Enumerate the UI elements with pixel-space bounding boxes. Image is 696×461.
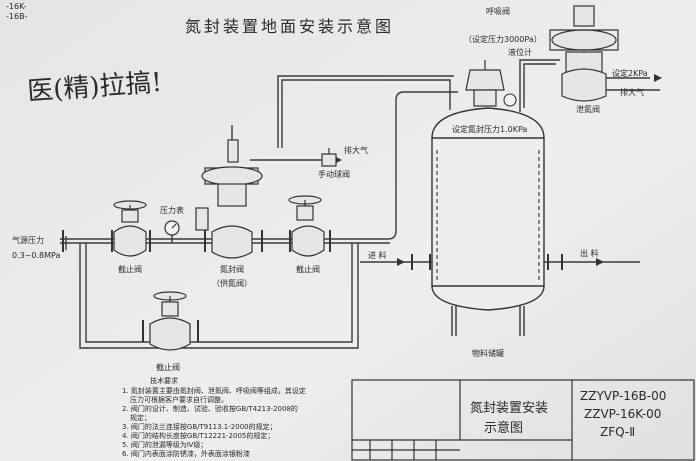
label-gas-source-range: 0.3~0.8MPa — [12, 251, 61, 260]
notes-item: 3. 阀门的法兰连接按GB/T9113.1-2000的规定； — [122, 422, 277, 431]
label-tank-set-pressure: 设定氮封压力1.0KPa — [452, 124, 527, 134]
title-block-name-2: 示意图 — [484, 420, 523, 436]
label-stop-valve-1: 截止阀 — [118, 264, 142, 274]
label-stop-valve-2: 截止阀 — [296, 264, 320, 274]
notes-item: 规定； — [130, 413, 151, 422]
label-supply-valve-sub: （供氮阀） — [212, 278, 252, 288]
label-stop-valve-3: 截止阀 — [156, 362, 180, 372]
page-title: 氮封装置地面安装示意图 — [185, 17, 394, 36]
title-block-model-2: ZZVP-16K-00 — [584, 407, 661, 421]
label-inlet: 进 料 — [368, 250, 387, 260]
label-set-pressure-2kpa: 设定2KPa — [612, 68, 648, 78]
title-block-model-1: ZZYVP-16B-00 — [580, 389, 666, 403]
notes-item: 1. 氮封装置主要由氮封阀、泄氮阀、呼吸阀等组成，其设定 — [122, 386, 306, 395]
technical-notes: 技术要求 1. 氮封装置主要由氮封阀、泄氮阀、呼吸阀等组成，其设定 压力可根据客… — [122, 376, 306, 458]
title-block-name-1: 氮封装置安装 — [470, 401, 548, 416]
notes-heading: 技术要求 — [150, 376, 178, 385]
corner-mark-2: -16B- — [6, 12, 28, 21]
stop-valve-1 — [113, 200, 147, 257]
label-storage-tank: 物料储罐 — [472, 348, 504, 358]
pipe-flanges — [62, 230, 563, 342]
notes-item: 压力可根据客户要求自行调整。 — [130, 395, 228, 404]
title-block-model-3: ZFQ-Ⅱ — [600, 425, 635, 439]
label-vent-atmosphere-2: 排大气 — [344, 145, 368, 155]
label-outlet: 出 料 — [580, 248, 599, 258]
manual-ball-valve — [321, 148, 337, 167]
storage-tank — [431, 107, 545, 336]
label-level-gauge: 液位计 — [508, 47, 532, 57]
breather-valve — [465, 60, 505, 107]
level-gauge — [436, 93, 540, 280]
notes-item: 4. 阀门的结构长度按GB/T12221-2005的规定； — [122, 431, 274, 440]
pressure-gauge — [164, 220, 180, 236]
label-supply-valve: 氮封阀 — [220, 264, 244, 274]
stop-valve-3 — [149, 291, 191, 351]
title-block — [351, 379, 695, 461]
label-breather-setting: （设定压力3000Pa） — [464, 34, 542, 44]
notes-item: 6. 阀门内表面涂防锈漆，外表面涂银粉漆 — [122, 449, 250, 458]
label-manual-ball-valve: 手动球阀 — [318, 169, 350, 179]
stop-valve-2 — [288, 195, 325, 257]
nitrogen-seal-valve — [195, 139, 263, 259]
corner-mark-1: -16K- — [6, 2, 26, 11]
label-breather-valve: 呼吸阀 — [486, 6, 510, 16]
label-vent-atmosphere: 排大气 — [620, 87, 644, 97]
relief-valve — [549, 5, 619, 102]
notes-item: 2. 阀门的设计、制造、试验、验收按GB/T4213-2008的 — [122, 404, 298, 413]
label-pressure-gauge: 压力表 — [160, 205, 184, 215]
label-gas-source-pressure: 气源压力 — [12, 235, 44, 245]
label-relief-valve: 泄氮阀 — [576, 104, 600, 114]
notes-item: 5. 阀门的泄漏等级为Ⅳ级； — [122, 440, 207, 449]
